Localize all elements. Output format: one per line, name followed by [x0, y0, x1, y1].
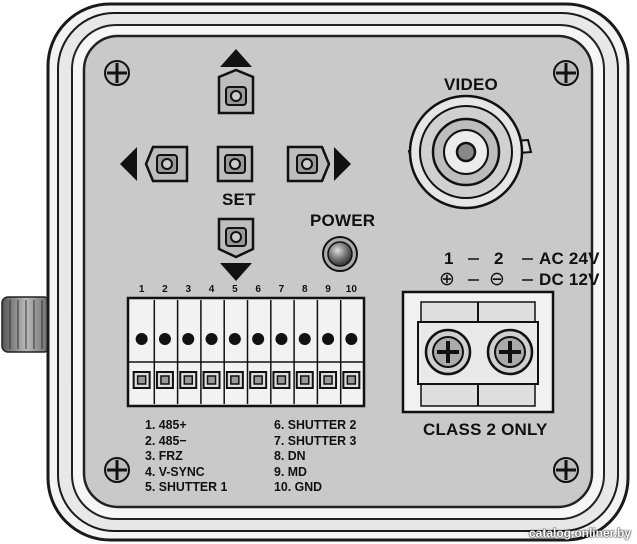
corner-screw-icon [104, 457, 130, 483]
wire-hole-icon [228, 333, 241, 345]
corner-screw-icon [553, 457, 579, 483]
legend-item: 5. SHUTTER 1 [145, 479, 228, 494]
corner-screw-icon [553, 60, 579, 86]
video-bnc-connector[interactable] [407, 94, 533, 210]
set-button[interactable] [216, 145, 254, 183]
arrow-down-icon [220, 263, 252, 281]
down-button[interactable] [217, 217, 255, 259]
pin-number-label: 10 [345, 284, 357, 295]
set-label: SET [222, 190, 256, 209]
terminal-1-label: 1 [444, 249, 454, 268]
pin-number-label: 3 [185, 284, 192, 295]
terminal-pin-1[interactable] [132, 333, 151, 389]
wire-hole-icon [158, 333, 171, 345]
legend-item: 6. SHUTTER 2 [274, 417, 357, 432]
terminal-pin-7[interactable] [270, 300, 291, 404]
pin-number-label: 2 [162, 284, 168, 295]
terminal-block [126, 296, 366, 408]
minus-symbol: ⊖ [489, 269, 505, 290]
pin-number-label: 6 [255, 284, 261, 295]
wire-hole-icon [182, 333, 195, 345]
legend-item: 10. GND [274, 479, 323, 494]
legend-item: 1. 485+ [145, 417, 187, 432]
terminal-pin-3[interactable] [176, 300, 198, 404]
terminal-2-label: 2 [494, 249, 504, 268]
arrow-left-icon [120, 147, 137, 181]
focus-knob[interactable] [1, 296, 51, 353]
terminal-pin-10[interactable] [339, 300, 361, 404]
pin-number-label: 5 [232, 284, 238, 295]
dc-voltage-label: DC 12V [539, 270, 600, 289]
arrow-right-icon [334, 147, 351, 181]
pin-number-label: 8 [301, 284, 308, 295]
watermark: catalog.onliner.by [528, 526, 631, 540]
legend-item: 4. V-SYNC [145, 463, 205, 479]
terminal-pin-2[interactable] [153, 300, 174, 404]
wire-hole-icon [298, 333, 311, 345]
legend-item: 3. FRZ [145, 448, 183, 463]
left-button[interactable] [144, 145, 189, 183]
power-screw-1-icon[interactable] [424, 328, 472, 376]
wire-hole-icon [322, 333, 335, 345]
terminal-pin-6[interactable] [246, 300, 268, 404]
legend-item: 8. DN [274, 448, 306, 463]
pin-number-label: 7 [278, 284, 285, 295]
pin-number-label: 9 [325, 284, 331, 295]
wire-hole-icon [135, 333, 148, 345]
legend-item: 7. SHUTTER 3 [274, 432, 357, 448]
plus-symbol: ⊕ [439, 269, 455, 290]
corner-screw-icon [104, 60, 130, 86]
terminal-pin-4[interactable] [200, 300, 221, 404]
arrow-up-icon [220, 49, 252, 67]
pin-number-label: 4 [208, 284, 215, 295]
ac-voltage-label: AC 24V [539, 249, 600, 268]
wire-hole-icon [275, 333, 288, 345]
wire-hole-icon [345, 333, 358, 345]
wire-hole-icon [252, 333, 265, 345]
up-button[interactable] [217, 68, 255, 115]
terminal-pin-9[interactable] [316, 300, 338, 404]
right-button[interactable] [286, 145, 331, 183]
terminal-pin-8[interactable] [293, 300, 314, 404]
legend-item: 9. MD [274, 463, 307, 479]
wire-hole-icon [205, 333, 218, 345]
class2-label: CLASS 2 ONLY [423, 420, 548, 439]
legend-item: 2. 485− [145, 432, 187, 448]
power-led [322, 236, 358, 272]
pin-legend-right: 6. SHUTTER 2 7. SHUTTER 3 8. DN 9. MD 10… [274, 417, 356, 495]
power-screw-2-icon[interactable] [486, 328, 534, 376]
terminal-pin-5[interactable] [223, 300, 244, 404]
pin-number-label: 1 [138, 284, 145, 295]
pin-legend-left: 1. 485+ 2. 485− 3. FRZ 4. V-SYNC 5. SHUT… [145, 417, 227, 495]
video-label: VIDEO [444, 75, 498, 94]
power-label: POWER [310, 211, 376, 230]
